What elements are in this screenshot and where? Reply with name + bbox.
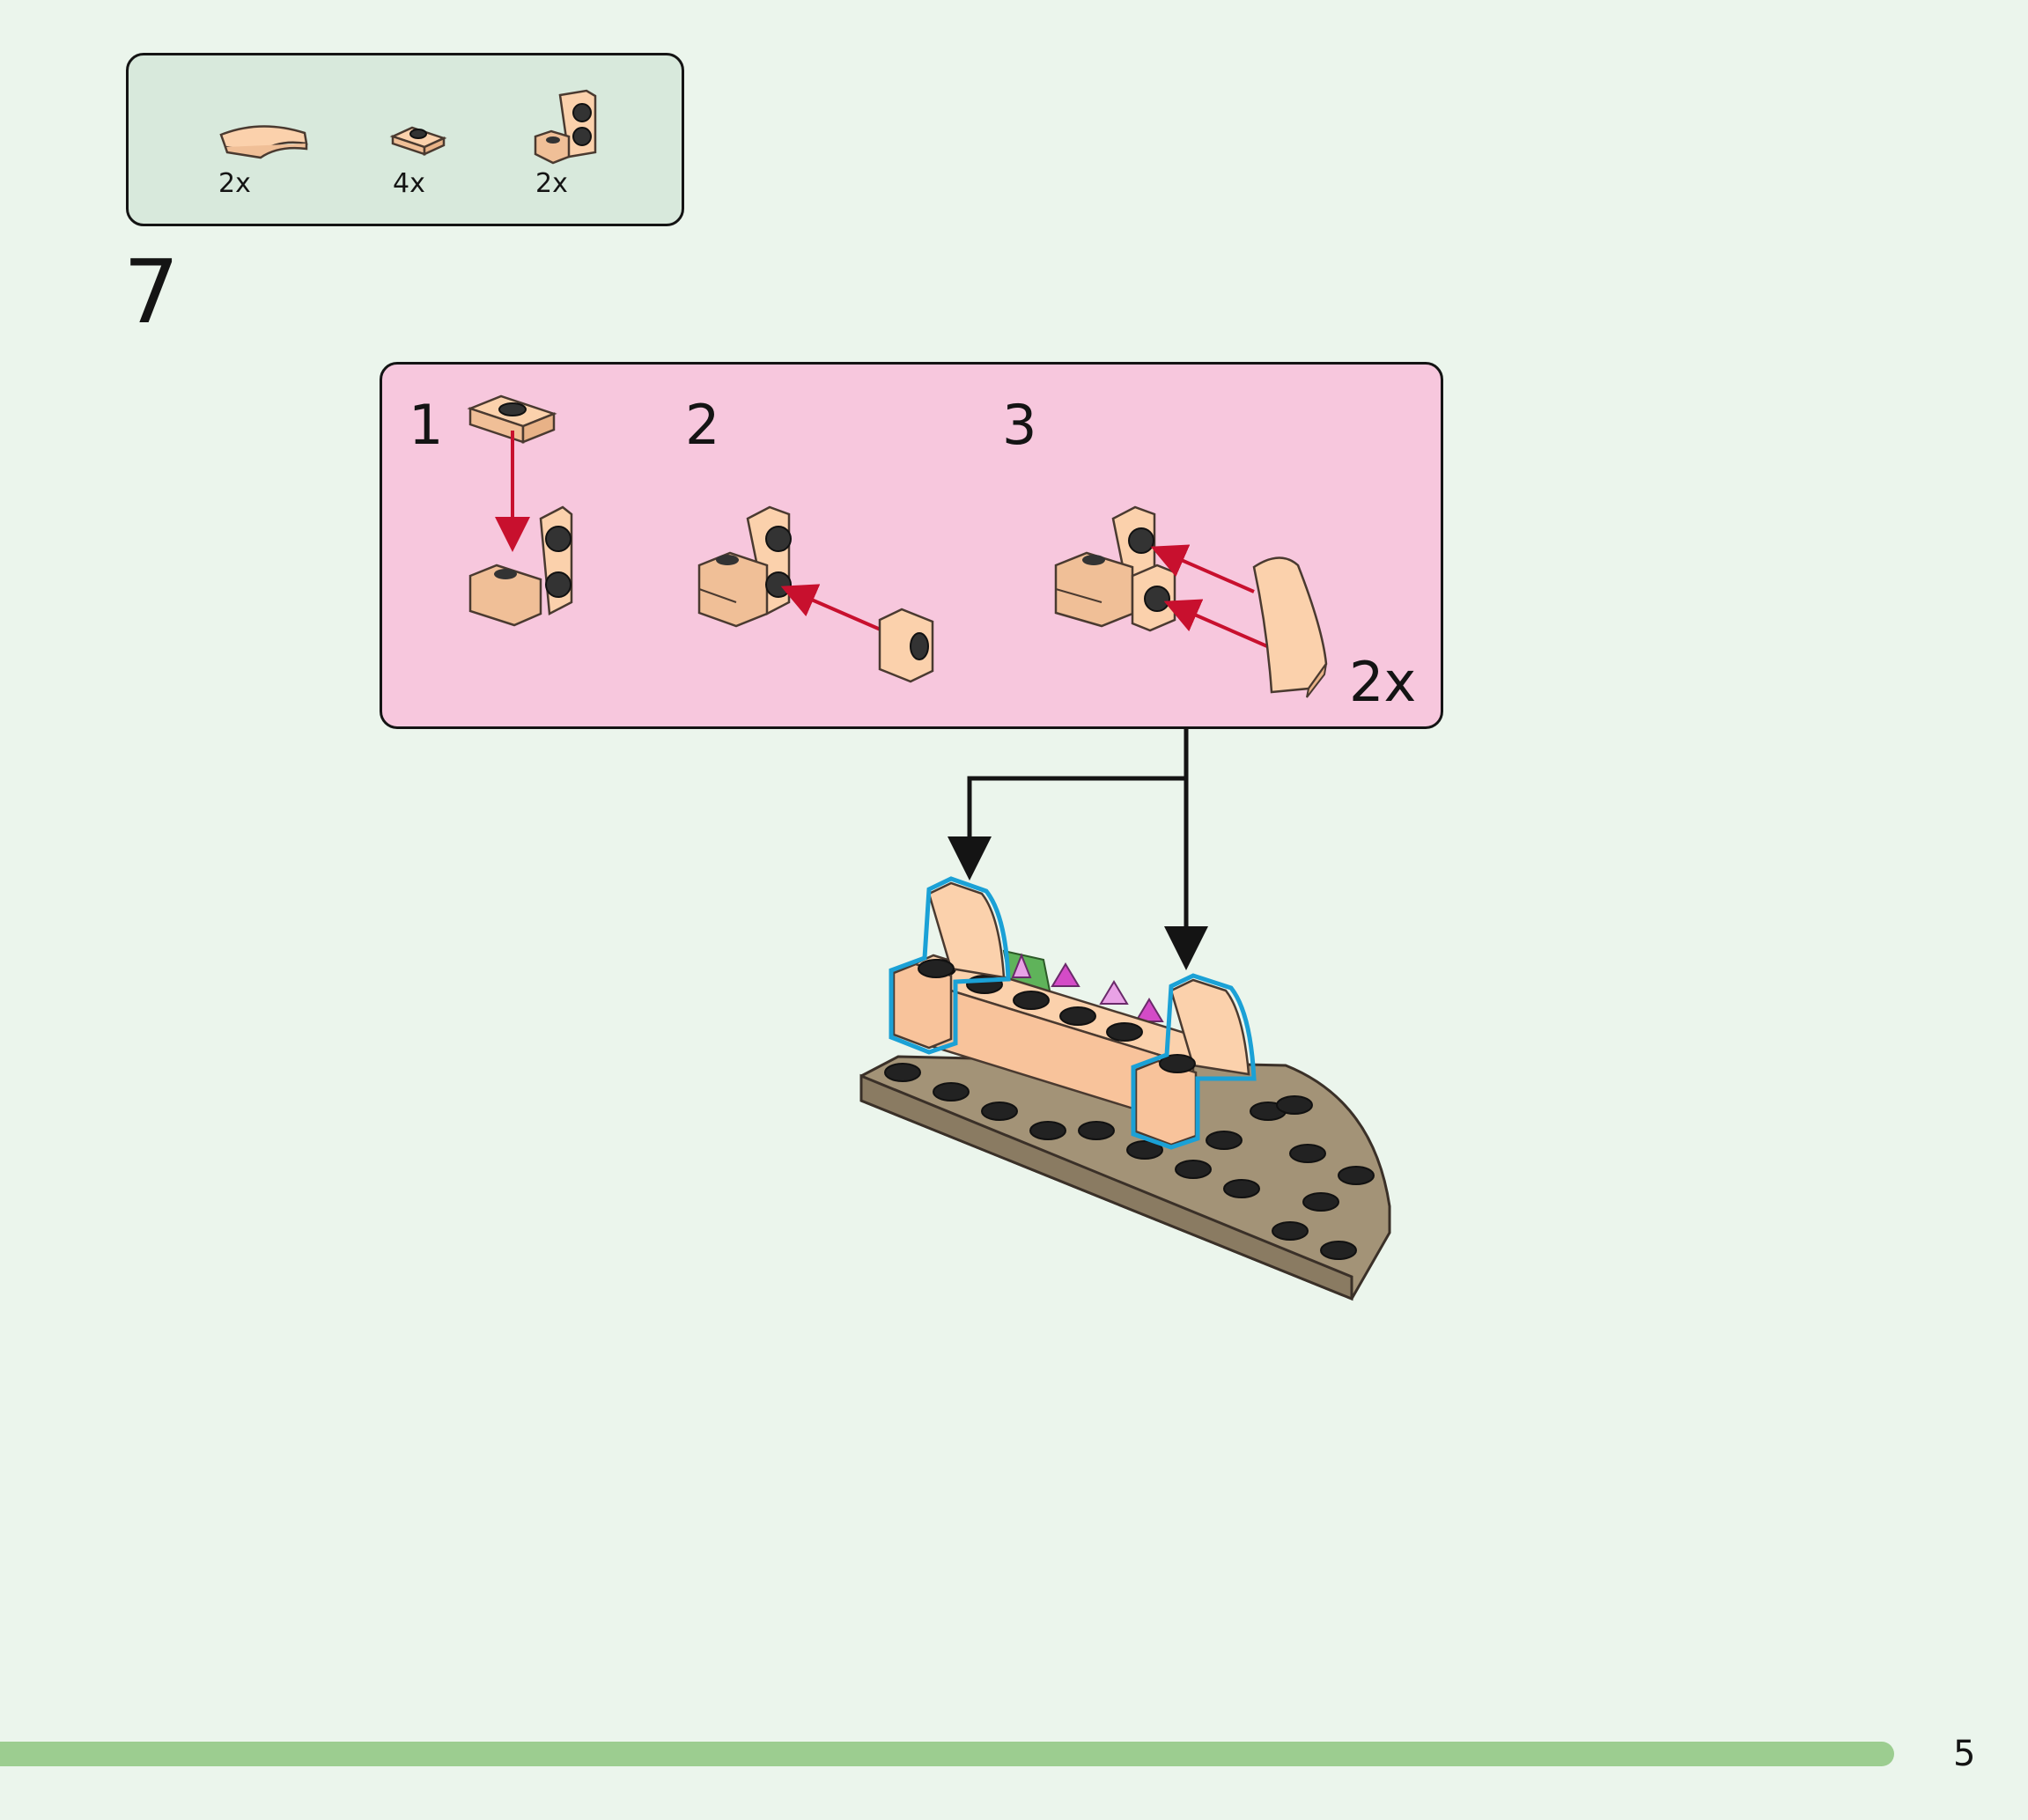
step-number: 7	[123, 248, 180, 336]
brick-row	[894, 955, 1233, 1127]
sub-step-2-illustration	[699, 507, 933, 682]
part-qty-plate: 4x	[393, 168, 425, 199]
curved-slope-part-icon	[221, 126, 306, 158]
part-qty-bracket: 2x	[535, 168, 568, 199]
flower-plants	[1004, 951, 1162, 1021]
placement-arrows	[970, 729, 1186, 957]
plate-1x1-part-icon	[393, 128, 444, 154]
sub-assembly-box: 1 2 3 2x	[380, 362, 1443, 729]
sub-step-1-illustration	[470, 396, 572, 625]
right-new-assembly	[1133, 976, 1254, 1147]
sub-assembly-illustrations	[382, 365, 1446, 732]
part-qty-curved-slope: 2x	[218, 168, 251, 199]
parts-list-box: 2x 4x 2x	[126, 53, 684, 226]
base-plate	[861, 1057, 1390, 1299]
sub-step-3-illustration	[1056, 507, 1326, 697]
bracket-part-icon	[535, 91, 595, 163]
page-number: 5	[1953, 1736, 1975, 1772]
parts-illustrations	[129, 55, 687, 229]
progress-bar	[0, 1742, 1894, 1766]
left-new-assembly	[891, 879, 1008, 1052]
